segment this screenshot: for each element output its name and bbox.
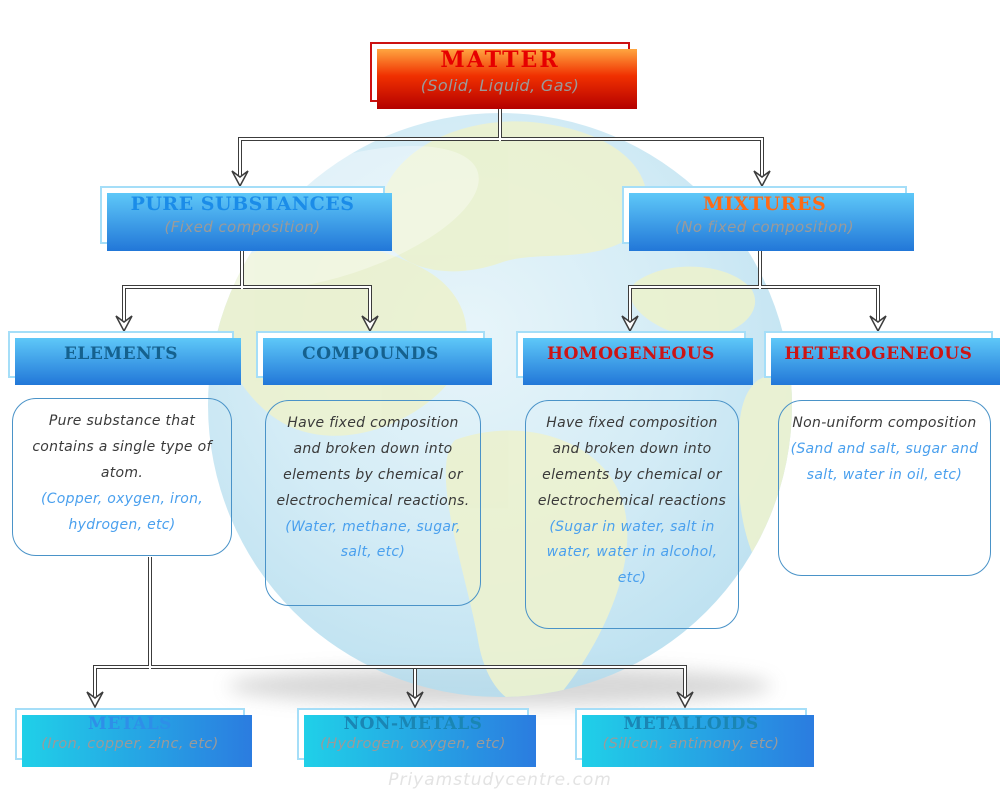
connector-inner-lines	[94, 104, 879, 696]
node-metals: METALS (Iron, copper, zinc, etc)	[15, 708, 252, 767]
node-heterogeneous-title: HETEROGENEOUS	[784, 343, 973, 364]
desc-homogeneous-text: Have fixed composition and broken down i…	[537, 415, 727, 509]
node-non-metals-title: NON-METALS	[343, 713, 483, 734]
node-metalloids: METALLOIDS (Silicon, antimony, etc)	[575, 708, 814, 767]
desc-heterogeneous-text: Non-uniform composition	[792, 415, 977, 431]
node-matter: MATTER (Solid, Liquid, Gas)	[370, 42, 637, 109]
arrowhead-icons	[86, 170, 887, 709]
node-non-metals: NON-METALS (Hydrogen, oxygen, etc)	[297, 708, 536, 767]
watermark: Priyamstudycentre.com	[388, 770, 612, 790]
node-mixtures-subtitle: (No fixed composition)	[675, 217, 854, 236]
node-matter-subtitle: (Solid, Liquid, Gas)	[420, 75, 580, 95]
desc-heterogeneous-examples: (Sand and salt, sugar and salt, water in…	[790, 440, 979, 483]
desc-homogeneous-examples: (Sugar in water, salt in water, water in…	[546, 518, 718, 587]
node-homogeneous-title: HOMOGENEOUS	[547, 343, 715, 364]
node-non-metals-subtitle: (Hydrogen, oxygen, etc)	[320, 735, 506, 752]
node-elements-title: ELEMENTS	[63, 343, 179, 364]
desc-compounds-text: Have fixed composition and broken down i…	[276, 415, 470, 509]
node-metalloids-title: METALLOIDS	[623, 713, 759, 734]
node-metalloids-subtitle: (Silicon, antimony, etc)	[602, 735, 780, 752]
desc-heterogeneous: Non-uniform composition (Sand and salt, …	[778, 400, 991, 576]
desc-compounds: Have fixed composition and broken down i…	[265, 400, 481, 606]
node-compounds-title: COMPOUNDS	[302, 343, 439, 364]
node-metals-subtitle: (Iron, copper, zinc, etc)	[41, 735, 219, 752]
node-metals-title: METALS	[88, 713, 172, 734]
node-pure-substances-title: PURE SUBSTANCES	[130, 193, 355, 215]
node-elements: ELEMENTS	[8, 331, 241, 385]
node-compounds: COMPOUNDS	[256, 331, 492, 385]
node-pure-substances-subtitle: (Fixed composition)	[164, 217, 321, 236]
node-heterogeneous: HETEROGENEOUS	[764, 331, 1000, 385]
node-homogeneous: HOMOGENEOUS	[516, 331, 753, 385]
node-mixtures: MIXTURES (No fixed composition)	[622, 186, 914, 251]
node-mixtures-title: MIXTURES	[702, 193, 827, 215]
desc-elements: Pure substance that contains a single ty…	[12, 398, 232, 556]
desc-elements-text: Pure substance that contains a single ty…	[32, 413, 212, 481]
desc-homogeneous: Have fixed composition and broken down i…	[525, 400, 739, 629]
node-pure-substances: PURE SUBSTANCES (Fixed composition)	[100, 186, 392, 251]
desc-elements-examples: (Copper, oxygen, iron, hydrogen, etc)	[40, 490, 204, 533]
node-matter-title: MATTER	[440, 47, 560, 74]
desc-compounds-examples: (Water, methane, sugar, salt, etc)	[285, 518, 461, 561]
